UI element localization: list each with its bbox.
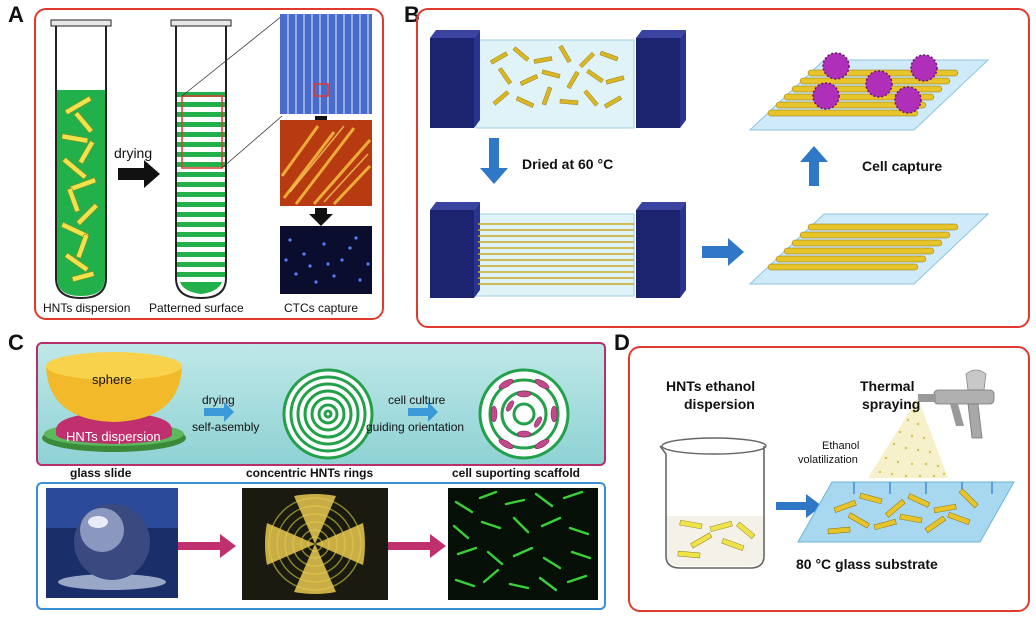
panel-c-caption-2: concentric HNTs rings bbox=[246, 466, 374, 480]
panel-a-caption-3: CTCs capture bbox=[284, 301, 359, 315]
panel-d-frame bbox=[628, 346, 1030, 612]
panel-c-bottom-frame bbox=[36, 482, 606, 610]
substrate-aligned bbox=[748, 213, 990, 285]
photo-concentric-rings bbox=[242, 488, 388, 600]
panel-c-arrow1-bottom: self-asembly bbox=[192, 420, 260, 434]
micrograph-afm bbox=[280, 120, 372, 206]
panel-a-caption-1: HNTs dispersion bbox=[43, 301, 131, 315]
photo-cell-scaffold bbox=[448, 488, 598, 600]
concentric-rings bbox=[282, 368, 374, 460]
panel-a-caption-2: Patterned surface bbox=[149, 301, 244, 315]
panel-c-arrow2-bottom: guiding orientation bbox=[366, 420, 465, 434]
panel-d-dispersion-line1: HNTs ethanol bbox=[666, 378, 756, 394]
panel-b-step-capture: Cell capture bbox=[862, 158, 943, 174]
panel-d-spray-line1: Thermal bbox=[860, 378, 915, 394]
panel-b-step-dry: Dried at 60 °C bbox=[522, 156, 614, 172]
panel-d-spray-line2: spraying bbox=[862, 396, 921, 412]
panel-d-substrate-label: 80 °C glass substrate bbox=[796, 556, 938, 572]
panel-c-arrow1-top: drying bbox=[202, 393, 235, 407]
panel-d-volat-line2: volatilization bbox=[798, 454, 858, 466]
panel-d-dispersion-line2: dispersion bbox=[684, 396, 755, 412]
scaffold-with-cells bbox=[478, 368, 570, 460]
panel-c-caption-3: cell suporting scaffold bbox=[452, 466, 581, 480]
glass-substrate bbox=[797, 481, 1015, 543]
substrate-cell-capture bbox=[748, 52, 990, 131]
panel-letter-d: D bbox=[614, 330, 630, 355]
mold-random-rods bbox=[430, 30, 686, 129]
beaker bbox=[659, 437, 767, 569]
mold-aligned-rods bbox=[430, 202, 686, 298]
panel-a-illustration bbox=[50, 14, 372, 300]
photo-sphere-on-slide bbox=[46, 488, 178, 598]
micrograph-patterned bbox=[280, 14, 372, 114]
tube-hnts-dispersion bbox=[50, 19, 112, 300]
panel-b-frame bbox=[416, 8, 1030, 328]
panel-c-caption-1: glass slide bbox=[70, 466, 132, 480]
sphere-on-slide bbox=[42, 352, 186, 452]
panel-letter-a: A bbox=[8, 2, 24, 27]
panel-c-arrow2-top: cell culture bbox=[388, 393, 446, 407]
panel-a-frame bbox=[34, 8, 384, 320]
panel-c-dispersion-label: HNTs dispersion bbox=[66, 429, 161, 444]
panel-letter-c: C bbox=[8, 330, 24, 355]
spray-gun bbox=[918, 369, 995, 439]
panel-b-illustration bbox=[430, 30, 990, 298]
panel-c-illustration bbox=[42, 352, 598, 600]
panel-a-arrow-label: drying bbox=[114, 145, 153, 161]
panel-d-volat-line1: Ethanol bbox=[822, 440, 860, 452]
tube-patterned bbox=[170, 15, 283, 300]
micrograph-ctcs bbox=[280, 226, 372, 294]
panel-letter-b: B bbox=[404, 2, 420, 27]
spray-cone bbox=[868, 398, 948, 478]
panel-d-illustration bbox=[659, 369, 1015, 569]
panel-c-sphere-label: sphere bbox=[92, 372, 132, 387]
